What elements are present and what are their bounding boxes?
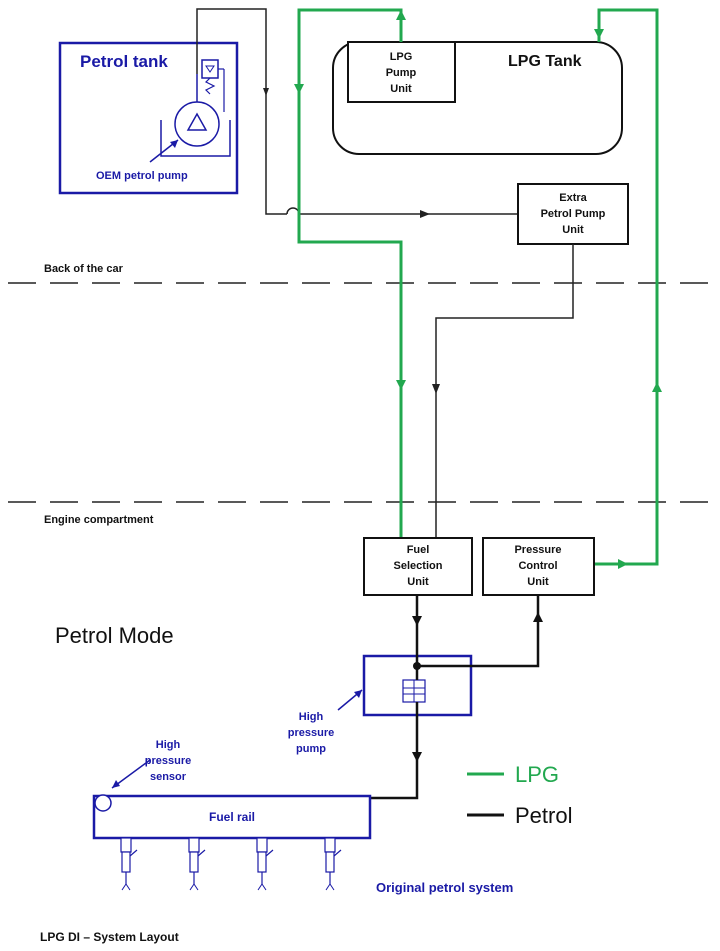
fuel-selection-line2: Selection xyxy=(394,560,443,572)
hp-sensor-label-3: sensor xyxy=(150,771,187,783)
tank-sump xyxy=(160,120,231,157)
engine-compartment-label: Engine compartment xyxy=(44,514,154,526)
lpg-pump-unit-line2: Pump xyxy=(386,67,417,79)
petrol-tank-label: Petrol tank xyxy=(80,52,168,71)
injector-4 xyxy=(324,837,342,891)
back-of-car-label: Back of the car xyxy=(44,263,124,275)
lpg-return-line xyxy=(594,8,659,566)
extra-pump-line3: Unit xyxy=(562,224,584,236)
fuel-selection-line3: Unit xyxy=(407,576,429,588)
petrol-mode-heading: Petrol Mode xyxy=(55,623,174,648)
fuel-rail-label: Fuel rail xyxy=(209,810,255,824)
high-pressure-sensor-icon xyxy=(94,794,112,812)
hp-sensor-label-2: pressure xyxy=(145,755,191,767)
original-system-label: Original petrol system xyxy=(376,880,513,895)
hp-sensor-pointer xyxy=(111,759,151,789)
lpg-pump-unit xyxy=(347,41,456,103)
lpg-pump-unit-line1: LPG xyxy=(390,51,413,63)
injector-3 xyxy=(256,837,274,891)
hp-sensor-label-1: High xyxy=(156,739,181,751)
petrol-line-to-fuel-rail xyxy=(370,702,419,800)
pressure-control-line2: Control xyxy=(518,560,557,572)
high-pressure-pump-icon xyxy=(402,679,426,703)
legend-petrol-label: Petrol xyxy=(515,803,572,828)
fuel-selection-unit xyxy=(363,537,473,596)
oem-pump-label: OEM petrol pump xyxy=(96,170,188,182)
petrol-line-to-fuel-selection xyxy=(435,244,574,538)
fuel-rail xyxy=(92,794,372,840)
diagram-title: LPG DI – System Layout xyxy=(40,930,179,944)
hp-pump-label-3: pump xyxy=(296,743,326,755)
extra-pump-line1: Extra xyxy=(559,192,587,204)
extra-petrol-pump-unit xyxy=(517,183,629,245)
petrol-line-to-extra-pump xyxy=(196,8,287,215)
lpg-pump-unit-line3: Unit xyxy=(390,83,412,95)
legend-lpg-label: LPG xyxy=(515,762,559,787)
injector-1 xyxy=(120,837,138,891)
lpg-tank-label: LPG Tank xyxy=(508,53,582,70)
hp-pump-label-2: pressure xyxy=(288,727,334,739)
extra-pump-line2: Petrol Pump xyxy=(541,208,606,220)
oem-petrol-pump-icon xyxy=(174,59,225,147)
pressure-control-line1: Pressure xyxy=(514,544,561,556)
pressure-control-line3: Unit xyxy=(527,576,549,588)
fuel-selection-line1: Fuel xyxy=(407,544,430,556)
injector-2 xyxy=(188,837,206,891)
hp-pump-label-1: High xyxy=(299,711,324,723)
